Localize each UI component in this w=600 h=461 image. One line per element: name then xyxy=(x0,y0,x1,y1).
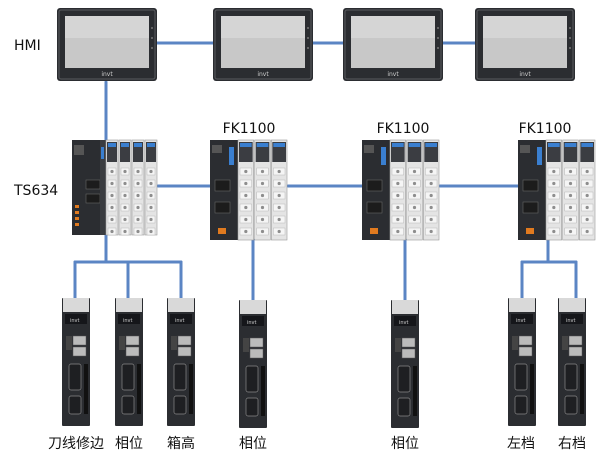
db-connector xyxy=(397,397,411,417)
ethernet-port xyxy=(522,201,539,214)
ethernet-port xyxy=(366,201,383,214)
db-connector xyxy=(564,395,578,415)
drive-brand-logo: invt xyxy=(123,318,133,324)
hmi-panel: invt xyxy=(57,8,157,81)
ethernet-port xyxy=(249,337,264,348)
io-module-label-2: FK1100 xyxy=(376,121,430,137)
servo-drive: invt xyxy=(239,300,267,428)
ethernet-port xyxy=(401,348,416,359)
controller-label: TS634 xyxy=(14,183,59,199)
hmi-brand-logo: invt xyxy=(101,71,113,78)
db-connector xyxy=(564,363,578,391)
ethernet-port xyxy=(177,346,192,357)
ethernet-port xyxy=(214,179,231,192)
ethernet-port xyxy=(568,346,583,357)
hmi-panel: invt xyxy=(475,8,575,81)
hmi-brand-logo: invt xyxy=(257,71,269,78)
drive-label-3: 箱高 xyxy=(167,436,195,452)
drive-label-5: 相位 xyxy=(391,436,419,452)
drive-brand-logo: invt xyxy=(399,320,409,326)
io-module-label-3: FK1100 xyxy=(518,121,572,137)
drive-brand-logo: invt xyxy=(70,318,80,324)
drive-brand-logo: invt xyxy=(566,318,576,324)
db-connector xyxy=(121,395,135,415)
ethernet-port xyxy=(214,201,231,214)
drive-label-1: 刀线修边 xyxy=(48,436,104,452)
servo-drive: invt xyxy=(167,298,195,426)
servo-drive: invt xyxy=(391,300,419,428)
servo-drive: invt xyxy=(508,298,536,426)
ethernet-port xyxy=(125,346,140,357)
drive-brand-logo: invt xyxy=(516,318,526,324)
db-connector xyxy=(514,395,528,415)
db-connector xyxy=(245,365,259,393)
ethernet-port xyxy=(401,337,416,348)
io-module-label-1: FK1100 xyxy=(222,121,276,137)
ethernet-port xyxy=(366,179,383,192)
drive-label-4: 相位 xyxy=(239,436,267,452)
drive-brand-logo: invt xyxy=(247,320,257,326)
drive-label-6: 左档 xyxy=(507,436,535,452)
ethernet-port xyxy=(85,193,101,204)
controller-ts634 xyxy=(72,139,158,236)
db-connector xyxy=(68,363,82,391)
ethernet-port xyxy=(72,346,87,357)
ethernet-port xyxy=(177,335,192,346)
db-connector xyxy=(121,363,135,391)
io-module-fk1100-1 xyxy=(210,139,288,241)
drive-label-7: 右档 xyxy=(558,436,586,452)
hmi-panel: invt xyxy=(343,8,443,81)
servo-drive: invt xyxy=(62,298,90,426)
ethernet-port xyxy=(125,335,140,346)
servo-drive: invt xyxy=(115,298,143,426)
db-connector xyxy=(514,363,528,391)
hmi-brand-logo: invt xyxy=(519,71,531,78)
drive-label-2: 相位 xyxy=(115,436,143,452)
db-connector xyxy=(68,395,82,415)
hmi-panel: invt xyxy=(213,8,313,81)
ethernet-port xyxy=(249,348,264,359)
db-connector xyxy=(245,397,259,417)
ethernet-port xyxy=(518,346,533,357)
ethernet-port xyxy=(72,335,87,346)
hmi-label: HMI xyxy=(14,38,41,54)
ethernet-port xyxy=(518,335,533,346)
db-connector xyxy=(397,365,411,393)
db-connector xyxy=(173,363,187,391)
db-connector xyxy=(173,395,187,415)
ethernet-port xyxy=(85,179,101,190)
ethernet-port xyxy=(568,335,583,346)
drive-brand-logo: invt xyxy=(175,318,185,324)
servo-drive: invt xyxy=(558,298,586,426)
ethernet-port xyxy=(522,179,539,192)
hmi-brand-logo: invt xyxy=(387,71,399,78)
io-module-fk1100-3 xyxy=(518,139,596,241)
io-module-fk1100-2 xyxy=(362,139,440,241)
